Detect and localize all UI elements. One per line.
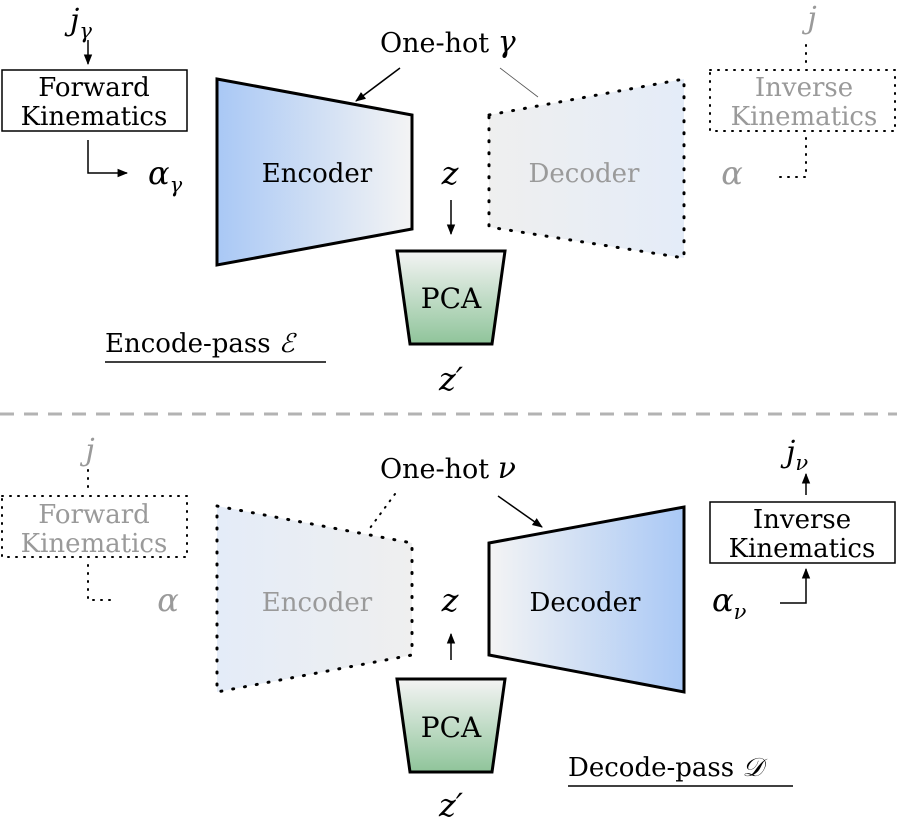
fk-line2: Kinematics — [21, 102, 168, 132]
onehot-to-encoder-arrow — [355, 67, 401, 102]
fk-line1: Forward — [38, 73, 150, 103]
alpha-gamma-label: αγ — [148, 154, 183, 197]
encoder-ghost-block — [215, 504, 414, 694]
z-prime-label-decode: z′ — [438, 786, 464, 821]
pca-label: PCA — [421, 282, 482, 315]
latent-z-label: z — [441, 154, 460, 192]
encoder-label: Encoder — [262, 159, 373, 189]
encoder-block — [215, 77, 414, 267]
input-joint-label: jγ — [64, 3, 92, 43]
inverse-kinematics-box — [709, 501, 896, 564]
onehot-gamma-label: One-hot γ — [380, 25, 516, 60]
encode-pass-label: Encode-pass ℰ — [105, 329, 297, 359]
forward-kinematics-box — [1, 69, 188, 132]
fk-ghost-alpha-connector — [87, 564, 113, 601]
ik-line2: Kinematics — [729, 534, 876, 564]
z-prime-label: z′ — [438, 360, 464, 398]
alpha-nu-label: αν — [712, 581, 747, 624]
output-joint-label: jν — [780, 435, 808, 475]
decode-pass: j Forward Kinematics α Encoder One-hot ν… — [1, 433, 896, 821]
onehot-to-decoder-ghost-line — [499, 67, 539, 98]
ik-ghost-line1: Inverse — [755, 73, 853, 103]
onehot-nu-label: One-hot ν — [380, 451, 516, 486]
fk-ghost-line1: Forward — [38, 500, 150, 530]
decoder-label: Decoder — [530, 588, 641, 618]
ik-line1: Inverse — [753, 505, 851, 535]
j-ghost-label-decode: j — [79, 433, 94, 468]
latent-z-label-decode: z — [441, 581, 460, 619]
alpha-to-ik-arrow — [780, 567, 811, 604]
fk-to-alpha-arrow — [87, 140, 129, 178]
decoder-block — [487, 505, 686, 694]
alpha-ghost-label-decode: α — [157, 581, 179, 619]
fk-ghost-line2: Kinematics — [21, 529, 168, 559]
encode-pass: jγ Forward Kinematics αγ Encoder One-hot… — [1, 1, 896, 398]
forward-kinematics-ghost-box — [1, 495, 188, 558]
alpha-ghost-label: α — [721, 154, 743, 192]
decoder-ghost-block — [487, 77, 686, 260]
pca-block — [395, 249, 507, 346]
inverse-kinematics-ghost-box — [709, 69, 896, 132]
pca-label-decode: PCA — [421, 711, 482, 744]
decoder-ghost-label: Decoder — [529, 159, 640, 189]
onehot-to-encoder-ghost-line — [369, 493, 396, 529]
pca-block-decode — [395, 677, 507, 774]
encoder-ghost-label: Encoder — [262, 588, 373, 618]
alpha-ghost-connector — [779, 134, 807, 178]
decode-pass-label: Decode-pass 𝒟 — [568, 753, 767, 783]
ik-ghost-line2: Kinematics — [731, 102, 878, 132]
onehot-to-decoder-arrow — [497, 495, 543, 528]
j-ghost-label: j — [801, 1, 816, 36]
